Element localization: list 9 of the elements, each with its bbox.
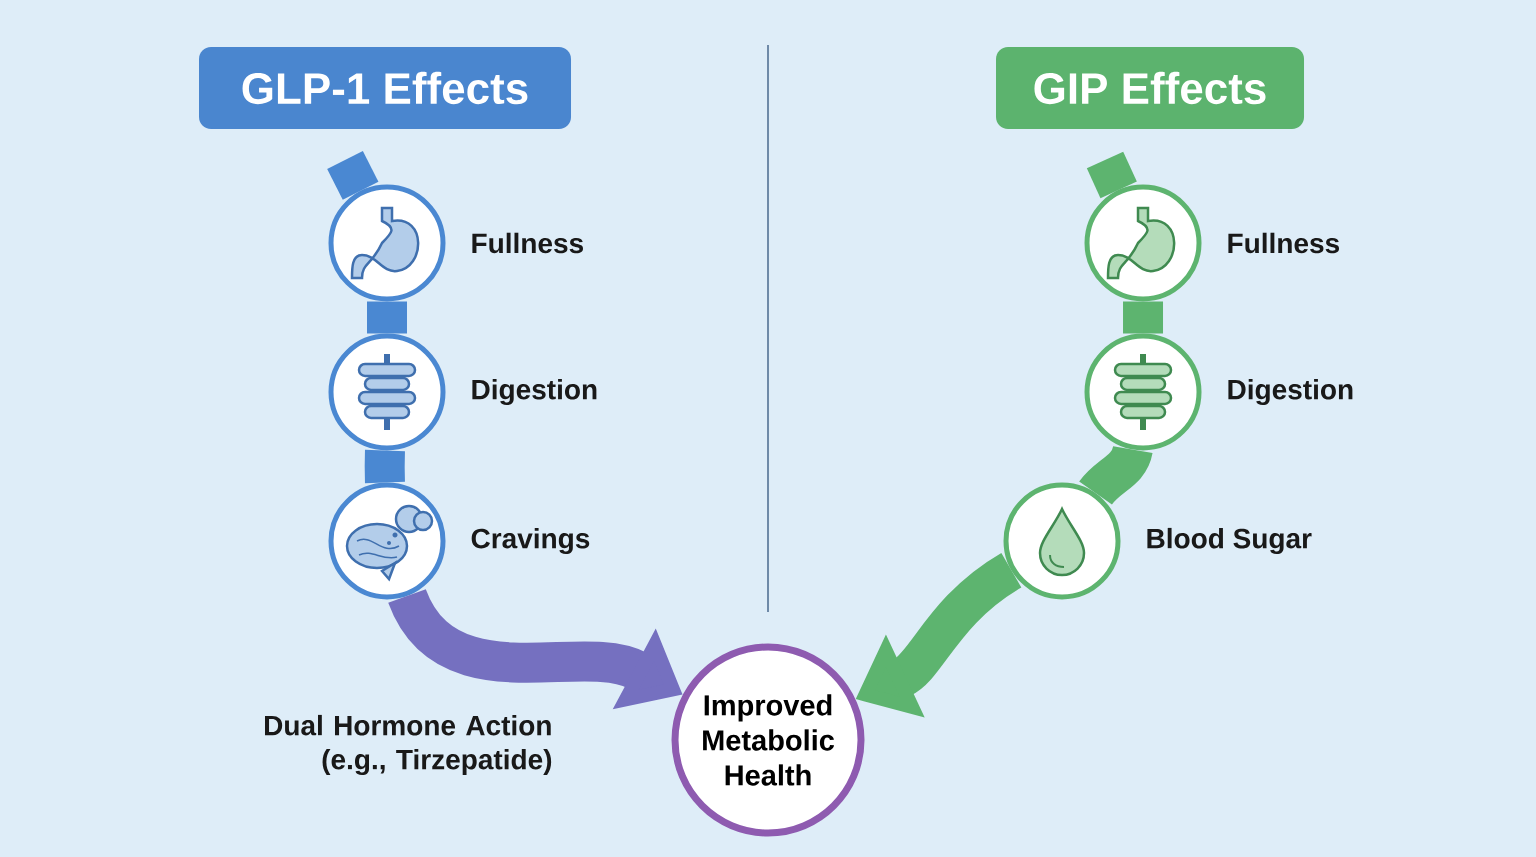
- effect-label: Fullness: [472, 232, 583, 254]
- effect-label: Fullness: [1228, 232, 1339, 254]
- effect-label: Digestion: [472, 378, 597, 406]
- header-box: GIP Effects: [996, 47, 1304, 129]
- note-text: Dual Hormone Action (e.g., Tirzepatide): [265, 714, 552, 776]
- effect-label: Cravings: [471, 527, 590, 555]
- effect-label: Digestion: [1228, 378, 1353, 406]
- effect-label: Blood Sugar: [1147, 527, 1312, 555]
- header-box: GLP-1 Effects: [199, 47, 571, 129]
